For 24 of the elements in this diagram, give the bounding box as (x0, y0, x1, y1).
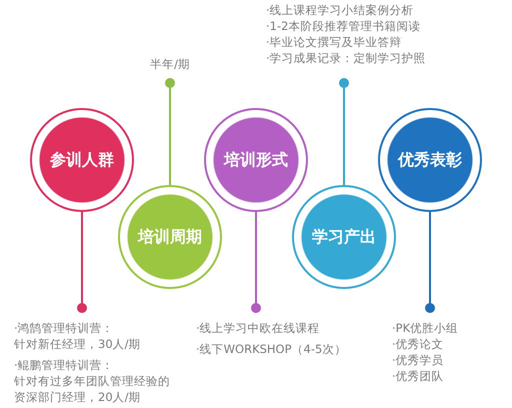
list-item: ·学习成果记录：定制学习护照 (266, 50, 427, 66)
list-item: ·优秀论文 (392, 336, 445, 352)
circle-badge: 学习产出 (292, 185, 396, 289)
list-item: ·优秀学员 (392, 352, 445, 368)
list-item: ·线下WORKSHOP（4-5次） (196, 341, 348, 357)
leader-line (165, 78, 175, 185)
list-item: 针对有过多年团队管理经验的资深部门经理，20人/期 (14, 373, 171, 405)
leader-line (251, 212, 261, 313)
list-item: ·鲲鹏管理特训营： (14, 357, 115, 373)
circle-badge: 培训形式 (204, 108, 308, 212)
list-item: ·线上课程学习小结案例分析 (266, 2, 415, 18)
leader-line (77, 212, 87, 313)
list-item: ·毕业论文撰写及毕业答辩 (266, 34, 403, 50)
list-item: ·鸿鹄管理特训营： (14, 320, 115, 336)
list-item: ·1-2本阶段推荐管理书籍阅读 (266, 18, 422, 34)
circle-badge: 优秀表彰 (378, 108, 482, 212)
list-item: ·优秀团队 (392, 368, 445, 384)
list-item: 针对新任经理，30人/期 (14, 336, 142, 352)
note-text: 半年/期 (149, 56, 191, 72)
leader-line (339, 78, 349, 185)
list-item: ·PK优胜小组 (392, 320, 460, 336)
circle-badge: 培训周期 (118, 185, 222, 289)
list-item: ·线上学习中欧在线课程 (196, 320, 321, 336)
circle-badge: 参训人群 (30, 108, 134, 212)
